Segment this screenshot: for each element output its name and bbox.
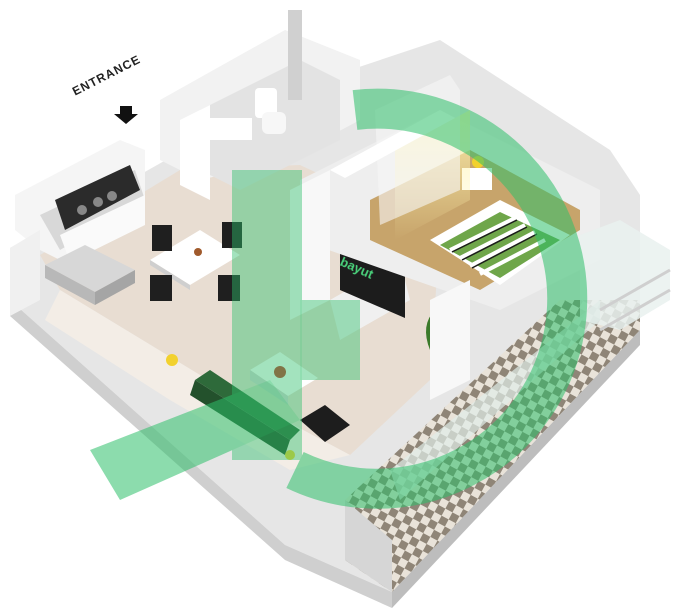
dining-chair (222, 222, 242, 248)
bathroom-sink (200, 118, 252, 140)
lamp (166, 354, 178, 366)
burner (93, 197, 103, 207)
shower-column (288, 10, 302, 100)
burner (107, 191, 117, 201)
toilet (255, 88, 277, 118)
kitchen-island (45, 245, 135, 292)
burner (77, 205, 87, 215)
bathroom (160, 10, 360, 200)
tv (340, 245, 405, 318)
arrow-down-icon (114, 106, 138, 124)
armchair (300, 405, 350, 442)
dining-chair (152, 225, 172, 251)
kitchen (15, 140, 145, 305)
bathroom-wall (180, 105, 210, 200)
kitchen-cabinets (60, 195, 145, 262)
bayut-watermark-icon (90, 88, 588, 509)
lamp (285, 450, 295, 460)
dining-set (150, 222, 242, 301)
dining-chair (218, 275, 240, 301)
dining-chair (150, 275, 172, 301)
